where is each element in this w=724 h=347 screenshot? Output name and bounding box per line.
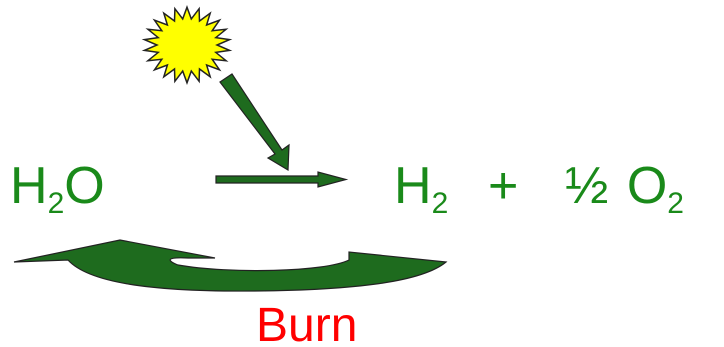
product2-subscript: 2	[667, 187, 684, 220]
light-arrow-icon	[219, 73, 290, 172]
sun-icon	[141, 5, 233, 85]
burn-label: Burn	[256, 299, 358, 347]
product-oxygen: ½ O2	[565, 157, 684, 219]
reactant-symbol: H	[10, 157, 48, 215]
reactant-suffix: O	[64, 157, 105, 215]
product2-coefficient: ½	[565, 157, 609, 215]
reaction-arrow-icon	[215, 171, 349, 188]
reactant-subscript: 2	[47, 187, 65, 220]
product1-symbol: H	[394, 157, 432, 215]
product2-symbol: O	[626, 157, 668, 215]
product-hydrogen: H2	[394, 157, 448, 219]
product1-subscript: 2	[431, 187, 449, 220]
reactant-water: H2O	[10, 157, 105, 219]
plus-sign: +	[488, 157, 519, 215]
curved-return-arrow-icon	[13, 239, 448, 292]
